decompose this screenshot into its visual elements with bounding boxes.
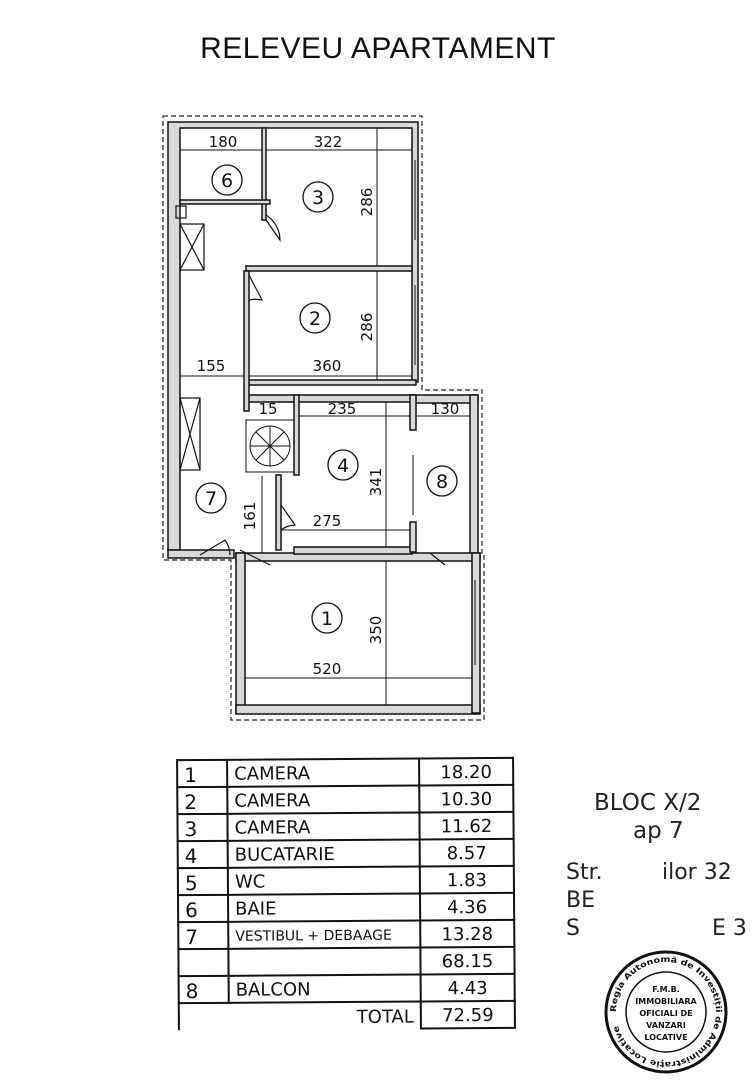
room-nr: 5 xyxy=(177,867,229,896)
room-name: CAMERA xyxy=(227,812,420,841)
room-nr: 7 xyxy=(178,921,229,950)
bloc-label: BLOC X/2 xyxy=(594,790,702,816)
room-number-4: 4 xyxy=(337,455,349,477)
room-area: 10.30 xyxy=(419,784,514,813)
line3-end: E 3 xyxy=(712,916,747,941)
dimension-label: 286 xyxy=(358,188,376,217)
official-stamp: Regia Autonomă de Investiții de Administ… xyxy=(604,950,728,1074)
dimension-label: 180 xyxy=(209,133,238,151)
street-start: Str. xyxy=(566,860,603,885)
stamp-line: OFICIALI DE xyxy=(639,1009,692,1018)
apartment-label: ap 7 xyxy=(633,818,684,844)
total-area: 72.59 xyxy=(420,1000,515,1029)
dimension-label: 15 xyxy=(258,400,277,418)
stamp-line: LOCATIVE xyxy=(644,1033,687,1042)
room-nr: 2 xyxy=(177,786,228,815)
spiral-stair-icon xyxy=(245,419,295,473)
line2-start: BE xyxy=(566,888,595,913)
dimension-label: 520 xyxy=(313,660,342,678)
room-area: 11.62 xyxy=(419,811,514,840)
dimension-label: 235 xyxy=(328,400,357,418)
room-name: CAMERA xyxy=(227,785,420,814)
room-nr: 1 xyxy=(177,759,228,788)
room-name: VESTIBUL + DEBAAGE xyxy=(228,920,421,949)
subtotal-area: 68.15 xyxy=(420,946,515,975)
dimension-label: 161 xyxy=(241,502,259,531)
shafts xyxy=(175,205,205,471)
dimension-label: 322 xyxy=(314,133,343,151)
room-nr: 6 xyxy=(178,894,229,923)
exterior-outline xyxy=(162,115,485,721)
dimension-label: 275 xyxy=(313,512,342,530)
line3-start: S xyxy=(566,916,580,941)
room-area: 18.20 xyxy=(419,757,514,786)
room-name: CAMERA xyxy=(227,758,420,787)
room-nr: 8 xyxy=(178,975,229,1004)
room-area: 13.28 xyxy=(420,919,515,948)
room-name: WC xyxy=(227,866,420,895)
room-nr: 4 xyxy=(177,840,228,869)
dimension-label: 350 xyxy=(367,616,385,645)
dimension-label: 286 xyxy=(358,313,376,342)
page-title: RELEVEU APARTAMENT xyxy=(200,32,556,65)
room-area: 4.36 xyxy=(419,892,515,921)
street-end: ilor 32 xyxy=(662,860,732,885)
dimension-label: 155 xyxy=(197,357,226,375)
subtotal-row: 68.15 xyxy=(178,946,515,977)
room-nr: 3 xyxy=(177,813,228,842)
stamp-line: IMMOBILIARA xyxy=(635,997,697,1006)
stamp-line: F.M.B. xyxy=(652,985,679,994)
dimension-label: 130 xyxy=(431,400,460,418)
room-area: 4.43 xyxy=(420,973,515,1002)
room-area: 1.83 xyxy=(419,865,514,894)
room-area: 8.57 xyxy=(419,838,514,867)
room-number-6: 6 xyxy=(221,170,233,192)
dimension-label: 360 xyxy=(313,357,342,375)
room-number-1: 1 xyxy=(321,608,333,630)
stamp-line: VANZARI xyxy=(646,1021,686,1030)
total-label: TOTAL xyxy=(228,1001,421,1030)
room-number-2: 2 xyxy=(309,308,321,330)
room-name: BUCATARIE xyxy=(227,839,420,868)
room-name: BALCON xyxy=(228,974,421,1003)
room-number-3: 3 xyxy=(312,187,324,209)
windows xyxy=(412,160,476,665)
dimension-label: 341 xyxy=(367,468,385,497)
room-number-8: 8 xyxy=(436,471,448,493)
room-number-7: 7 xyxy=(205,488,217,510)
dimension-lines xyxy=(180,128,472,705)
room-name: BAIE xyxy=(228,893,421,922)
